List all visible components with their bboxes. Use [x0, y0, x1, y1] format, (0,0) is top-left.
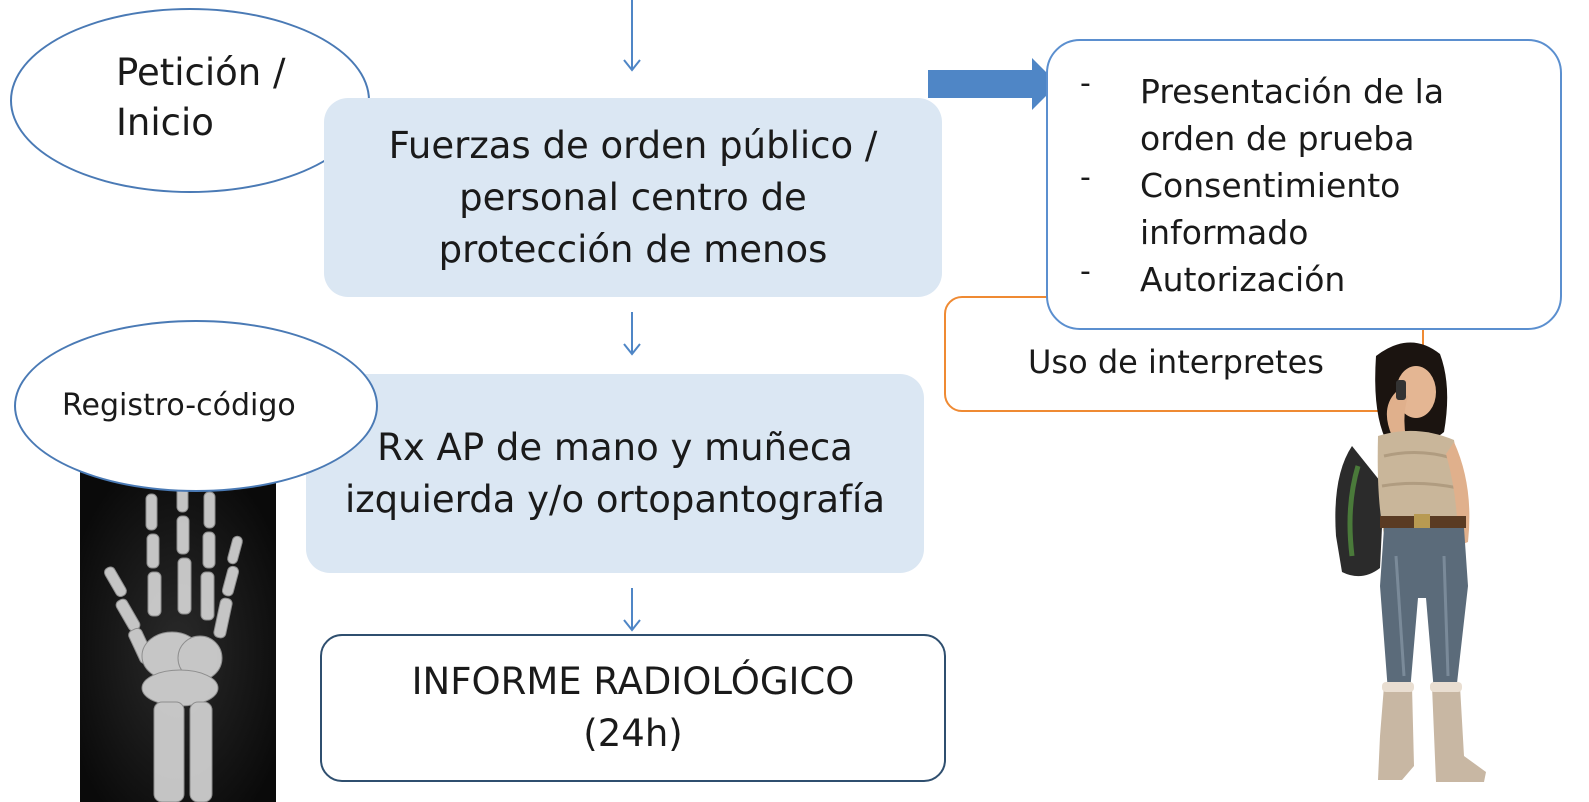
- peticion-line-1: Petición /: [116, 51, 286, 94]
- down-arrow-middle: [623, 312, 641, 356]
- requirement-dash-1: -: [1080, 66, 1091, 101]
- informe-line-2: (24h): [583, 712, 683, 755]
- hand-xray-drawing: [80, 466, 276, 802]
- right-block-arrow: [928, 58, 1058, 110]
- requirement-item-1: - Presentación de la orden de prueba: [1080, 66, 1445, 162]
- requirement-item-3: - Autorización: [1080, 254, 1444, 303]
- interpreter-label: Uso de interpretes: [1028, 343, 1324, 381]
- rx-line-1: Rx AP de mano y muñeca: [377, 425, 853, 469]
- requirements-list: - Presentación de la orden de prueba - C…: [1080, 66, 1445, 303]
- girl-with-phone-image: [1335, 342, 1486, 782]
- requirements-box: [1046, 39, 1562, 330]
- registro-ellipse: [14, 320, 378, 492]
- down-arrow-bottom: [623, 588, 641, 632]
- fuerzas-line-3: protección de menos: [438, 227, 828, 271]
- peticion-label: Petición / Inicio: [116, 48, 285, 148]
- requirement-dash-3: -: [1080, 254, 1091, 289]
- requirement-item-2: - Consentimiento informado: [1080, 160, 1444, 256]
- peticion-line-2: Inicio: [116, 101, 214, 144]
- requirement-dash-2: -: [1080, 160, 1091, 195]
- requirement-item-1-line-2: orden de prueba: [1140, 119, 1415, 158]
- peticion-ellipse: [10, 8, 370, 193]
- hand-xray-image: [80, 466, 276, 802]
- registro-label: Registro-código: [62, 388, 296, 423]
- rx-box: Rx AP de mano y muñeca izquierda y/o ort…: [306, 374, 924, 573]
- requirement-item-2-line-1: Consentimiento: [1140, 166, 1401, 205]
- fuerzas-box: Fuerzas de orden público / personal cent…: [324, 98, 942, 297]
- requirement-item-3-line-1: Autorización: [1140, 260, 1346, 299]
- requirement-item-1-line-1: Presentación de la: [1140, 72, 1445, 111]
- requirement-item-2-line-2: informado: [1140, 213, 1309, 252]
- informe-line-1: INFORME RADIOLÓGICO: [411, 660, 855, 703]
- fuerzas-line-1: Fuerzas de orden público /: [388, 123, 878, 167]
- fuerzas-line-2: personal centro de: [459, 175, 807, 219]
- informe-box: INFORME RADIOLÓGICO (24h): [320, 634, 946, 782]
- rx-line-2: izquierda y/o ortopantografía: [344, 477, 886, 521]
- down-arrow-top: [623, 0, 641, 72]
